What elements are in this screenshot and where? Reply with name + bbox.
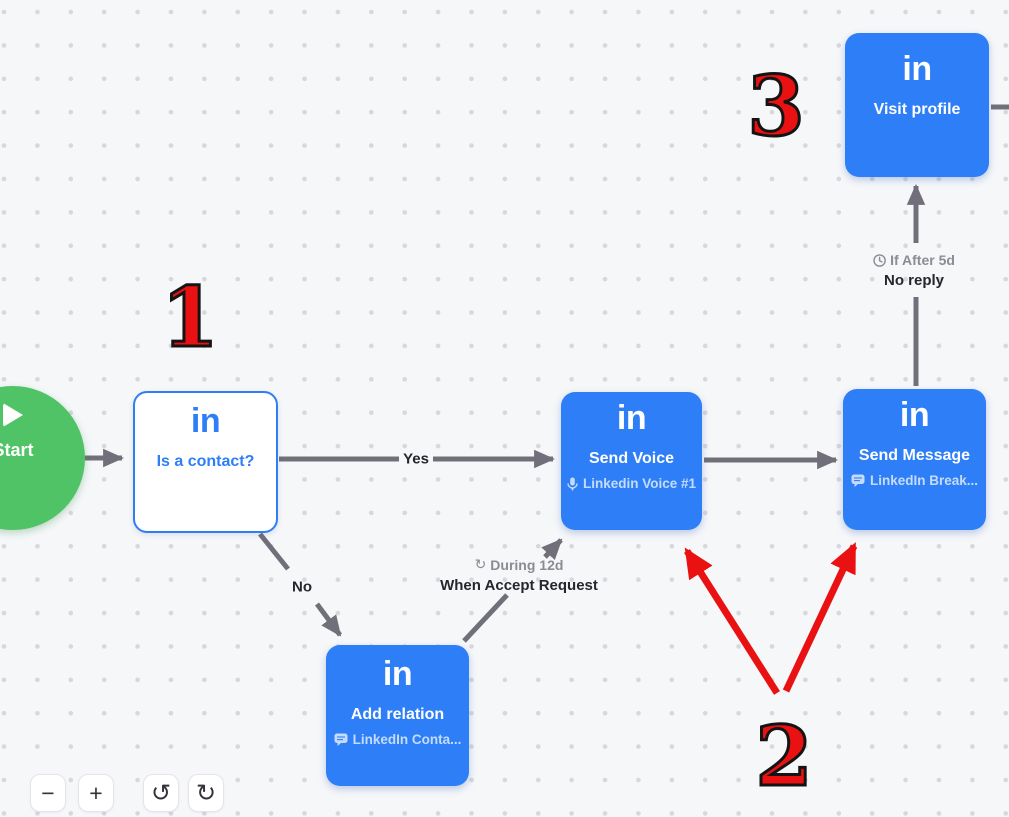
node-title: Visit profile [873,101,961,118]
node-title: Send Message [858,447,971,464]
node-send-voice[interactable]: in Send Voice Linkedin Voice #1 [561,392,702,530]
plus-icon: + [89,779,103,806]
edge-label-reply-group: If After 5d No reply [873,253,955,289]
chat-icon [334,733,348,746]
node-visit-profile[interactable]: in Visit profile [845,33,989,177]
undo-icon: ↺ [150,779,172,807]
node-add-relation[interactable]: in Add relation LinkedIn Conta... [326,645,469,786]
edge-label-no-reply: No reply [883,272,945,289]
start-label: Start [0,440,34,460]
edge-label-accept: When Accept Request [440,577,598,594]
start-node[interactable]: Start [0,386,85,530]
edge-no-a [258,532,290,571]
node-subtitle: LinkedIn Break... [869,473,979,488]
edge-accept-a [462,593,509,643]
edge-label-yes: Yes [403,450,429,468]
node-title: Send Voice [588,450,675,467]
edge-label-after: If After 5d [890,252,955,268]
annotation-step-1: 1 [160,270,220,366]
linkedin-icon: in [382,655,413,693]
linkedin-icon: in [899,396,930,434]
microphone-icon [567,477,578,490]
play-icon [3,403,23,427]
node-title: Add relation [350,706,445,723]
linkedin-icon: in [902,50,932,88]
edge-label-during: During 12d [490,557,564,573]
linkedin-icon: in [616,399,647,437]
annotation-arrow-right [782,542,858,693]
node-subtitle: Linkedin Voice #1 [582,476,697,491]
node-title: Is a contact? [156,453,255,470]
annotation-step-3: 3 [746,59,806,155]
clock-icon [873,254,886,267]
node-send-message[interactable]: in Send Message LinkedIn Break... [843,389,986,530]
edge-label-accept-group: ↻ During 12d When Accept Request [440,558,598,594]
node-subtitle: LinkedIn Conta... [352,732,462,747]
redo-icon: ↻ [195,779,217,807]
edge-label-no: No [292,578,312,596]
zoom-out-button[interactable]: − [30,774,66,812]
annotation-arrow-left [684,547,780,695]
node-is-contact[interactable]: in Is a contact? [133,391,278,533]
cycle-icon: ↻ [474,557,487,573]
edge-accept-b [541,538,563,561]
chat-icon [851,474,865,487]
edge-no-b [314,602,343,637]
linkedin-icon: in [190,402,221,440]
zoom-in-button[interactable]: + [78,774,114,812]
minus-icon: − [41,779,55,806]
annotation-step-2: 2 [754,709,814,805]
redo-button[interactable]: ↻ [188,774,224,812]
undo-button[interactable]: ↺ [143,774,179,812]
